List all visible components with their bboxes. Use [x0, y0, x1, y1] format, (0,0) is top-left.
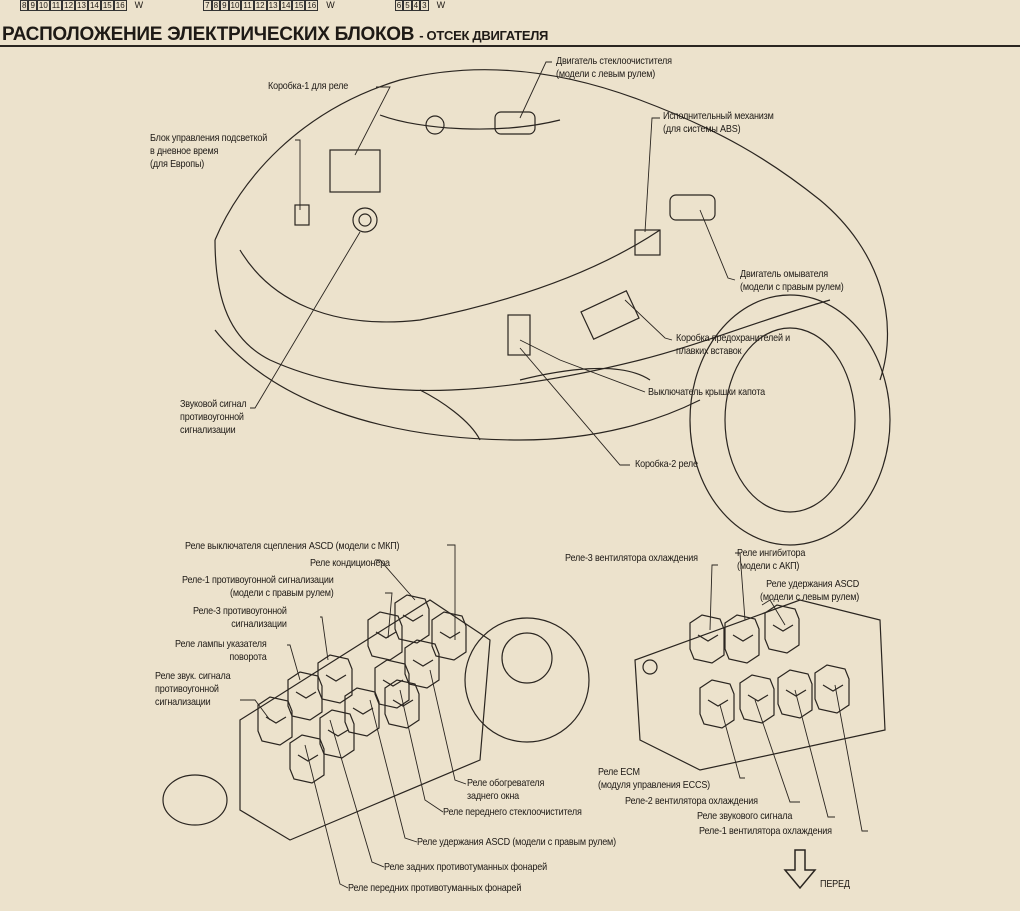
label-front-wiper-relay: Реле переднего стеклоочистителя — [443, 806, 582, 818]
label-rear-fog-relay: Реле задних противотуманных фонарей — [384, 861, 547, 873]
connector-pin: 8 — [20, 0, 29, 11]
label-theft-relay-1: Реле-1 противоугонной сигнализации (моде… — [182, 574, 334, 599]
wiper-motor-shape — [494, 111, 536, 135]
connector-pin: 12 — [253, 0, 267, 11]
relay — [374, 659, 410, 709]
relay — [689, 614, 725, 664]
front-wheel — [689, 294, 891, 546]
label-inhibitor-relay: Реле ингибитора (модели с АКП) — [737, 547, 806, 572]
label-theft-horn-relay: Реле звук. сигнала противоугонной сигнал… — [155, 670, 231, 708]
label-hood-switch: Выключатель крышки капота — [648, 386, 766, 398]
relay — [777, 669, 813, 719]
relay — [344, 687, 380, 737]
right-relay-box — [634, 599, 886, 771]
label-theft-horn: Звуковой сигнал противоугонной сигнализа… — [180, 398, 247, 436]
label-washer-motor: Двигатель омывателя (модели с правым рул… — [740, 268, 844, 293]
connector-pin: 15 — [292, 0, 306, 11]
label-ascd-hold-lhd-relay: Реле удержания ASCD (модели с левым руле… — [760, 578, 860, 603]
cap-circle — [162, 774, 228, 826]
connector-pin: 11 — [241, 0, 254, 11]
connector-pin: 8 — [211, 0, 221, 11]
connector-pin: 5 — [403, 0, 412, 11]
label-fan-relay-3: Реле-3 вентилятора охлаждения — [565, 552, 698, 564]
label-horn-relay: Реле звукового сигнала — [697, 810, 793, 822]
connector-color-b: W — [326, 0, 335, 10]
relay-leaders — [240, 544, 868, 889]
label-fan-relay-1: Реле-1 вентилятора охлаждения — [699, 825, 832, 837]
label-front-fog-relay: Реле передних противотуманных фонарей — [348, 882, 522, 894]
label-ascd-clutch-relay: Реле выключателя сцепления ASCD (модели … — [185, 540, 400, 552]
front-wheel-inner — [724, 327, 856, 513]
connector-pin: 6 — [394, 0, 404, 11]
label-abs-actuator: Исполнительный механизм (для системы ABS… — [663, 110, 774, 135]
connector-pin: 13 — [266, 0, 280, 11]
connector-pin: 7 — [203, 0, 212, 11]
left-relay-box — [162, 594, 590, 841]
label-ecm-relay: Реле ECM (модуля управления ECCS) — [598, 766, 711, 791]
relay — [287, 671, 323, 721]
relay — [724, 614, 760, 664]
relay — [317, 654, 353, 704]
connector-pin: 11 — [49, 0, 63, 11]
relay — [394, 594, 430, 644]
connector-pin: 13 — [75, 0, 88, 11]
relay — [764, 604, 800, 654]
label-rear-defog-relay: Реле обогревателя заднего окна — [467, 777, 545, 802]
connector-pin: 3 — [420, 0, 429, 11]
label-fan-relay-2: Реле-2 вентилятора охлаждения — [625, 795, 758, 807]
reservoir-cap — [464, 617, 590, 743]
relay — [384, 679, 420, 729]
label-wiper-motor: Двигатель стеклоочистителя (модели с лев… — [556, 55, 672, 80]
label-ascd-hold-rhd-relay: Реле удержания ASCD (модели с правым рул… — [417, 836, 616, 848]
connector-pin: 14 — [279, 0, 293, 11]
relay — [257, 696, 293, 746]
title-main: РАСПОЛОЖЕНИЕ ЭЛЕКТРИЧЕСКИХ БЛОКОВ — [2, 24, 415, 45]
components — [294, 111, 716, 356]
connector-pin: 4 — [411, 0, 421, 11]
relay-box-1-shape — [329, 149, 381, 193]
relay — [739, 674, 775, 724]
connector-pin: 15 — [100, 0, 114, 11]
relay — [367, 611, 403, 661]
relay — [404, 639, 440, 689]
relay — [699, 679, 735, 729]
washer-motor-shape — [669, 194, 716, 221]
label-relay-box-2: Коробка-2 реле — [635, 458, 698, 470]
hood-switch-shape — [507, 314, 531, 356]
relay — [814, 664, 850, 714]
connector-color-c: W — [436, 0, 446, 10]
label-theft-relay-3: Реле-3 противоугонной сигнализации — [193, 605, 287, 630]
label-front: ПЕРЕД — [820, 878, 850, 890]
connector-pin: 12 — [62, 0, 76, 11]
title-sub: - ОТСЕК ДВИГАТЕЛЯ — [419, 28, 549, 43]
connector-pin: 14 — [87, 0, 101, 11]
connector-pin: 16 — [305, 0, 319, 11]
connector-pin: 9 — [28, 0, 37, 11]
fuse-box-shape — [580, 290, 640, 340]
title-rule — [0, 45, 1020, 47]
label-fuse-box: Коробка предохранителей и плавких вставо… — [676, 332, 791, 357]
relay — [289, 734, 325, 784]
relay — [319, 709, 355, 759]
connector-pin: 9 — [220, 0, 229, 11]
connector-pin: 10 — [36, 0, 50, 11]
label-daylight-unit: Блок управления подсветкой в дневное вре… — [150, 132, 268, 170]
label-ac-relay: Реле кондиционера — [310, 557, 390, 569]
front-arrow-icon — [783, 849, 817, 890]
relay — [431, 611, 467, 661]
connector-pin: 16 — [113, 0, 127, 11]
page-title: РАСПОЛОЖЕНИЕ ЭЛЕКТРИЧЕСКИХ БЛОКОВ - ОТСЕ… — [2, 24, 548, 46]
car-body-outline — [214, 69, 889, 441]
connector-pin: 10 — [228, 0, 242, 11]
label-turn-lamp-relay: Реле лампы указателя поворота — [175, 638, 267, 663]
label-relay-box-1: Коробка-1 для реле — [268, 80, 349, 92]
connector-color-a: W — [134, 0, 144, 10]
leader-lines — [250, 61, 736, 466]
